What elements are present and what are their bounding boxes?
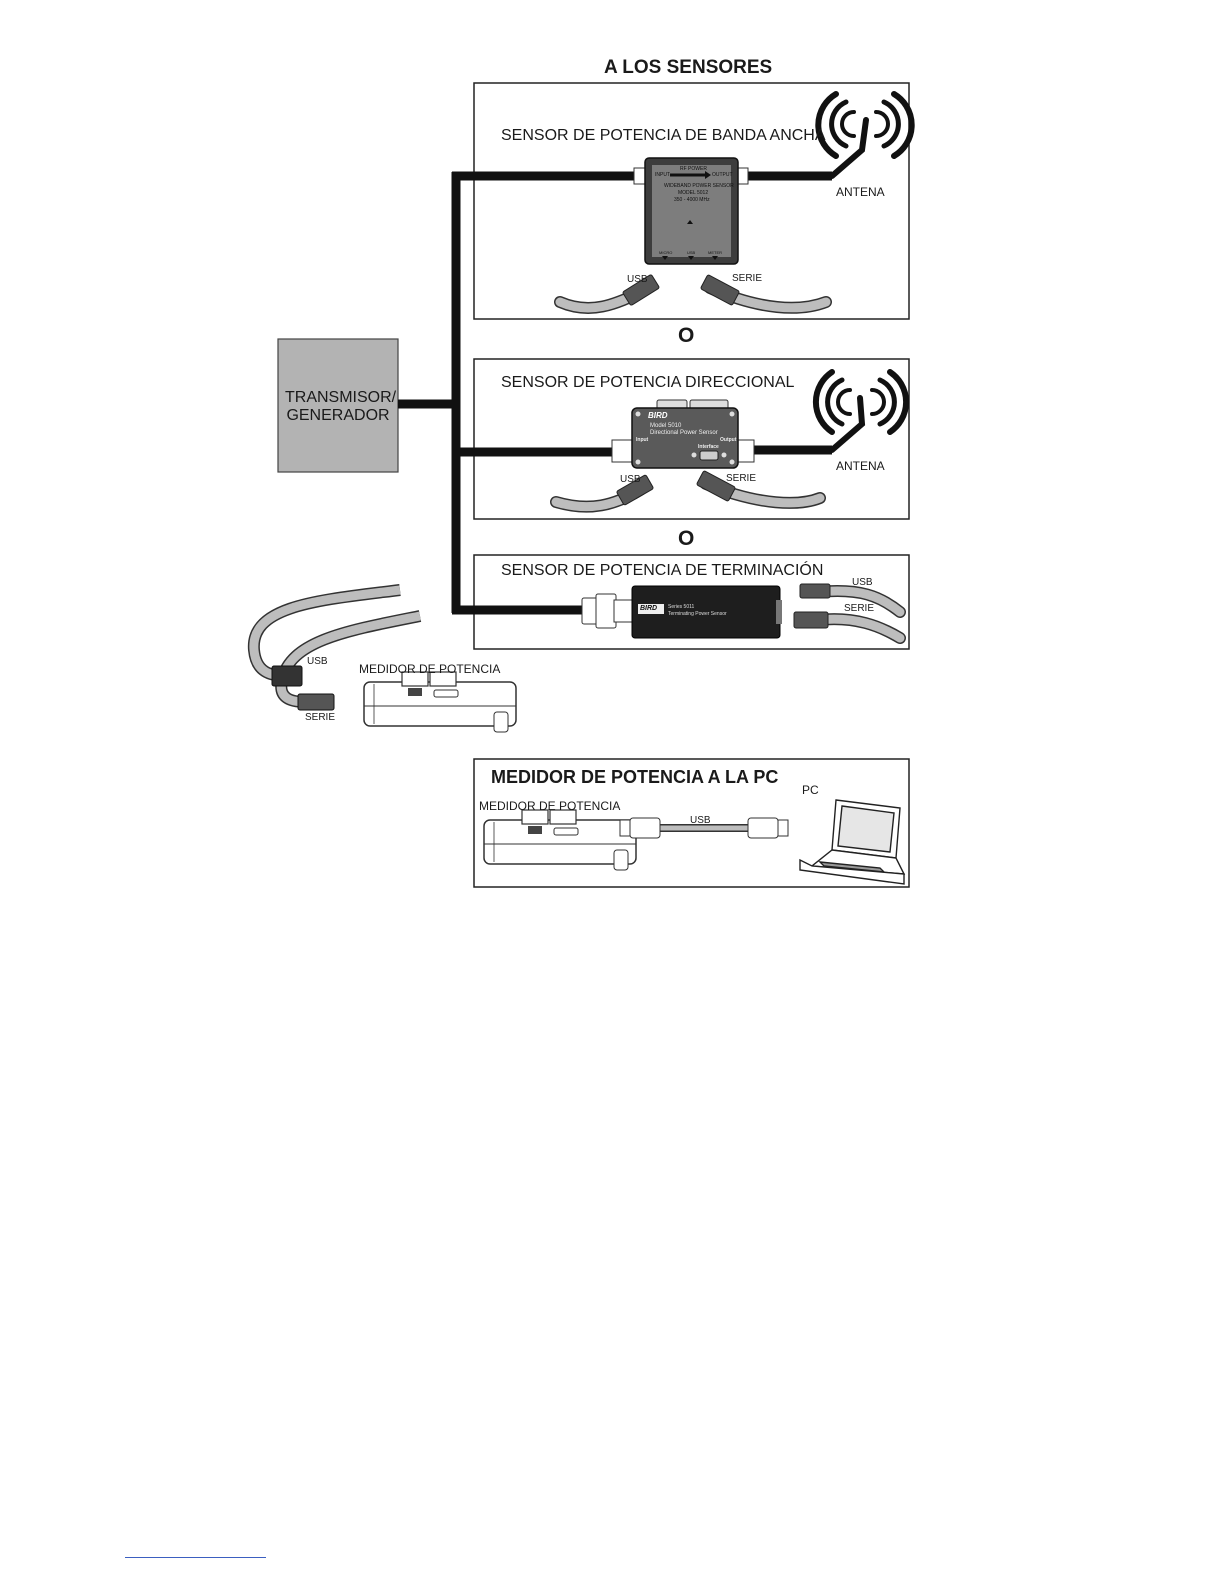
serial-label: SERIE	[844, 603, 875, 614]
serial-cable	[696, 470, 826, 509]
footnote-rule	[125, 1557, 266, 1558]
directional-sensor-device	[611, 399, 755, 469]
rf-lines	[398, 171, 832, 615]
power-meter-device	[363, 671, 517, 733]
device-text: METER	[708, 250, 722, 255]
device-text: Input	[636, 437, 649, 443]
device-text: Output	[720, 437, 737, 443]
pc-panel	[473, 758, 910, 888]
usb-label: USB	[852, 577, 873, 588]
transmitter-box	[277, 338, 399, 473]
antenna-icon	[812, 369, 910, 453]
device-text: BIRD	[648, 411, 668, 420]
serial-label: SERIE	[305, 712, 336, 723]
device-text: MICRO	[659, 250, 673, 255]
device-text: OUTPUT	[712, 172, 733, 178]
directional-title: SENSOR DE POTENCIA DIRECCIONAL	[501, 374, 795, 391]
termination-panel	[473, 554, 910, 650]
termination-sensor-device	[581, 585, 782, 639]
serial-cable	[700, 274, 832, 314]
serial-label: SERIE	[726, 473, 757, 484]
pc-panel-title: MEDIDOR DE POTENCIA A LA PC	[491, 767, 779, 787]
device-text: 350 - 4000 MHz	[674, 197, 710, 203]
meter-label: MEDIDOR DE POTENCIA	[359, 662, 501, 676]
usb-cable	[799, 583, 906, 618]
or-separator: O	[678, 527, 695, 550]
page-heading: A LOS SENSORES	[604, 57, 773, 78]
device-text: BIRD	[640, 605, 658, 612]
meter-cables	[247, 584, 422, 711]
transmitter-line2: GENERADOR	[286, 407, 390, 424]
usb-label: USB	[690, 815, 711, 826]
wideband-panel	[473, 82, 910, 320]
usb-pc-cable	[619, 817, 789, 839]
serial-label: SERIE	[732, 273, 763, 284]
device-text: RF POWER	[680, 166, 707, 172]
device-text: WIDEBAND POWER SENSOR	[664, 183, 734, 189]
laptop-icon	[799, 799, 906, 885]
device-text: Terminating Power Sensor	[668, 611, 727, 617]
device-text: MODEL 5012	[678, 190, 709, 196]
antenna-icon	[815, 91, 915, 179]
antenna-label: ANTENA	[836, 459, 885, 473]
directional-panel	[473, 358, 910, 520]
pc-label: PC	[802, 783, 819, 797]
wideband-title: SENSOR DE POTENCIA DE BANDA ANCHA	[501, 127, 826, 144]
termination-title: SENSOR DE POTENCIA DE TERMINACIÓN	[501, 562, 824, 579]
device-text: USB	[687, 250, 696, 255]
or-separator: O	[678, 324, 695, 347]
usb-cable	[554, 274, 660, 314]
wideband-sensor-device	[633, 157, 749, 265]
meter-label: MEDIDOR DE POTENCIA	[479, 799, 621, 813]
device-text: Model 5010	[650, 423, 682, 429]
usb-label: USB	[307, 656, 328, 667]
device-text: Directional Power Sensor	[650, 430, 718, 436]
usb-label: USB	[620, 474, 641, 485]
device-text: Interface	[698, 444, 719, 450]
usb-cable	[550, 474, 654, 513]
device-text: INPUT	[655, 172, 670, 178]
usb-label: USB	[627, 274, 648, 285]
antenna-label: ANTENA	[836, 185, 885, 199]
power-meter-device	[483, 809, 637, 871]
device-text: Series 5011	[668, 604, 695, 610]
transmitter-line1: TRANSMISOR/	[285, 389, 397, 406]
serial-cable	[793, 611, 906, 644]
